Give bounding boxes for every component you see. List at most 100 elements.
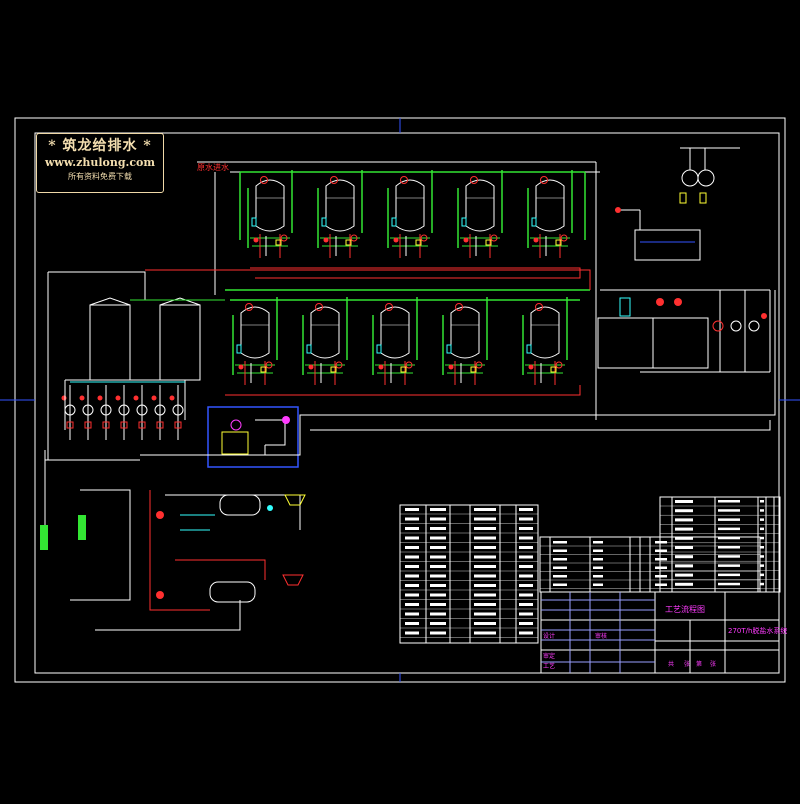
- equip-name-9: [675, 582, 693, 586]
- legend-name-b-12: [519, 622, 533, 625]
- equip-spec-7: [718, 564, 740, 567]
- legend-name-10: [430, 603, 446, 606]
- equip-spec-9: [718, 582, 740, 586]
- legend-name-9: [430, 593, 446, 597]
- legend-rows: [400, 508, 538, 638]
- legend-symbol-b-1: [474, 517, 496, 521]
- legend-symbol-6: [405, 565, 419, 568]
- legend-symbol-b-0: [474, 508, 496, 511]
- parts-list-rows: [540, 541, 760, 589]
- legend-symbol-b-6: [474, 565, 496, 568]
- upper-filter-vessel-5: [527, 170, 573, 258]
- legend-name-0: [430, 508, 446, 511]
- equip-spec-0: [718, 500, 740, 503]
- tank-feed-pipe: [47, 271, 146, 460]
- parts-note-4: [655, 575, 667, 578]
- equip-qty-5: [760, 546, 764, 549]
- raw-water-inlet-label: 原水进水: [197, 162, 229, 172]
- pump-6: [151, 385, 166, 440]
- legend-name-b-6: [519, 565, 533, 568]
- legend-name-2: [430, 527, 446, 530]
- lower-left-equipment: [40, 489, 306, 631]
- lower-filter-vessel-1: [232, 297, 278, 385]
- legend-symbol-b-3: [474, 536, 496, 540]
- legend-table: [399, 504, 539, 644]
- legend-symbol-2: [405, 527, 419, 530]
- equip-name-5: [675, 546, 693, 549]
- equip-name-2: [675, 518, 693, 522]
- logo-subtitle: 所有资料免费下载: [68, 172, 132, 181]
- legend-symbol-9: [405, 593, 419, 597]
- legend-name-b-5: [519, 555, 533, 559]
- legend-name-b-2: [519, 527, 533, 530]
- legend-name-b-10: [519, 603, 533, 606]
- parts-spec-5: [593, 583, 603, 586]
- pump-4: [115, 385, 130, 440]
- lower-filter-bank: [232, 297, 568, 385]
- lower-red-return: [225, 385, 581, 396]
- pump-3: [97, 385, 112, 440]
- legend-symbol-b-4: [474, 546, 496, 549]
- upper-filter-vessel-2: [317, 170, 363, 258]
- legend-symbol-10: [405, 603, 419, 606]
- parts-note-1: [655, 549, 667, 552]
- dosing-pipes: [255, 419, 286, 455]
- parts-note-5: [655, 583, 667, 586]
- legend-symbol-7: [405, 574, 419, 578]
- sheet-inner-border: [34, 132, 780, 674]
- legend-name-b-1: [519, 517, 533, 521]
- legend-name-5: [430, 555, 446, 559]
- pump-2: [79, 385, 94, 440]
- legend-name-6: [430, 565, 446, 568]
- legend-symbol-b-12: [474, 622, 496, 625]
- title-row-label-3: 审定: [543, 652, 555, 660]
- equip-qty-6: [760, 555, 764, 558]
- equipment-list-rows: [660, 500, 780, 589]
- sheet-count-2: 第: [696, 660, 702, 668]
- parts-note-0: [655, 541, 667, 544]
- equip-qty-2: [760, 518, 764, 521]
- equip-name-6: [675, 555, 693, 559]
- equip-name-0: [675, 500, 693, 503]
- lower-filter-vessel-5: [522, 297, 568, 385]
- parts-name-5: [553, 583, 567, 586]
- legend-symbol-b-10: [474, 603, 496, 606]
- equip-spec-4: [718, 536, 740, 540]
- legend-symbol-0: [405, 508, 419, 511]
- sheet-count-0: 共: [668, 660, 674, 668]
- upper-green-header: [239, 171, 586, 240]
- parts-name-4: [553, 575, 567, 578]
- logo-title: * 筑龙给排水 *: [48, 138, 152, 154]
- parts-spec-0: [593, 541, 603, 544]
- legend-name-b-0: [519, 508, 533, 511]
- return-pipe-3: [310, 420, 771, 431]
- legend-name-7: [430, 574, 446, 578]
- pump-row: [61, 385, 184, 440]
- equip-name-4: [675, 536, 693, 540]
- equip-spec-3: [718, 527, 740, 531]
- equip-name-8: [675, 573, 693, 577]
- legend-name-b-13: [519, 631, 533, 635]
- legend-name-3: [430, 536, 446, 540]
- equip-spec-2: [718, 518, 740, 521]
- parts-name-3: [553, 566, 567, 569]
- parts-spec-3: [593, 566, 603, 569]
- dosing-skid-frame: [207, 406, 299, 468]
- legend-symbol-13: [405, 631, 419, 635]
- parts-name-2: [553, 558, 567, 561]
- upper-filter-bank: [247, 170, 573, 258]
- equip-spec-5: [718, 546, 740, 549]
- legend-name-b-7: [519, 574, 533, 578]
- legend-symbol-5: [405, 555, 419, 559]
- storage-tank-2: [159, 297, 201, 381]
- logo-url: www.zhulong.com: [44, 156, 156, 169]
- parts-spec-4: [593, 575, 603, 578]
- lower-filter-vessel-3: [372, 297, 418, 385]
- legend-symbol-b-2: [474, 527, 496, 530]
- dosing-tank: [221, 431, 249, 455]
- parts-note-3: [655, 566, 667, 569]
- parts-spec-2: [593, 558, 603, 561]
- pump-1: [61, 385, 76, 440]
- legend-name-11: [430, 612, 446, 616]
